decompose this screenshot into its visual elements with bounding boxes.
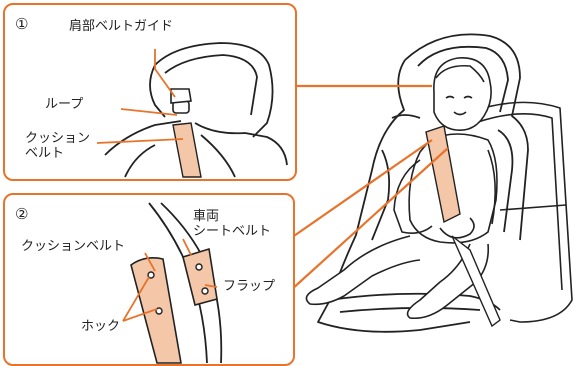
panel-cushion-belt: ② クッションベルト 車両 シートベルト フラップ ホック	[3, 193, 295, 366]
label-flap: フラップ	[223, 279, 276, 294]
child-figure	[305, 57, 498, 320]
shoulder-belt	[425, 125, 461, 224]
panel1-number: ①	[15, 15, 29, 33]
leader-line-2b	[290, 147, 449, 291]
label-vehicle-seatbelt: 車両 シートベルト	[193, 209, 272, 239]
snap-hook-flap	[195, 263, 203, 271]
flap	[182, 247, 218, 306]
panel1-belt	[172, 122, 202, 178]
panel1-drawing	[96, 42, 288, 178]
panel2-number: ②	[15, 205, 29, 223]
label-cushion-belt: クッション ベルト	[25, 131, 91, 161]
snap-hook-flap-2	[201, 287, 209, 295]
label-hook: ホック	[81, 319, 121, 334]
vehicle-seat	[469, 101, 573, 323]
label-shoulder-belt-guide: 肩部ベルトガイド	[69, 19, 174, 34]
panel-shoulder-guide: ① 肩部ベルトガイド ループ クッション ベルト	[3, 3, 297, 181]
lap-belt	[451, 235, 501, 328]
panel2-drawing	[122, 202, 223, 364]
shoulder-guide-clip	[170, 88, 192, 104]
label-loop: ループ	[45, 97, 84, 112]
snap-hook-2	[155, 307, 163, 315]
label-cushion-belt-2: クッションベルト	[21, 239, 126, 254]
snap-hook-1	[147, 271, 155, 279]
leader-line-2a	[290, 139, 433, 239]
